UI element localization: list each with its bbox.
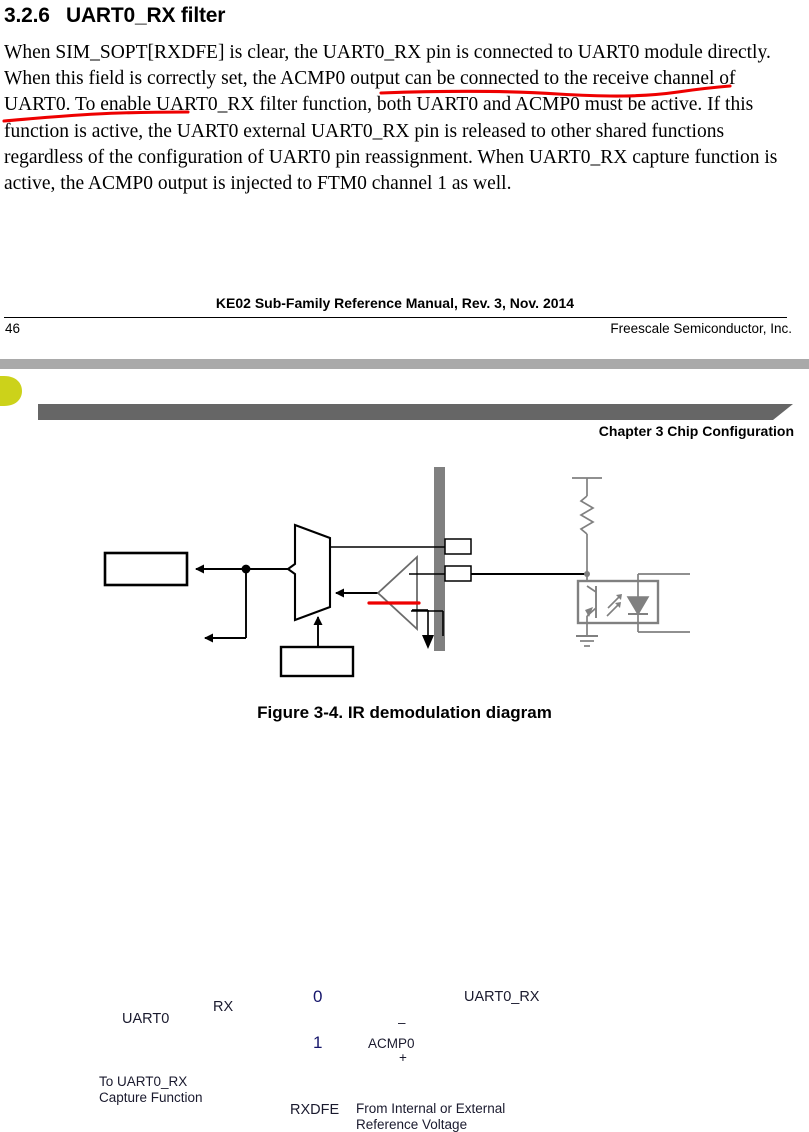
section-number: 3.2.6 xyxy=(4,4,50,27)
uart0-block-shape xyxy=(103,551,189,587)
ir-light-ray-1-head xyxy=(616,594,622,600)
figure-label-mux-input-0: 0 xyxy=(313,987,323,1006)
figure-caption: Figure 3-4. IR demodulation diagram xyxy=(257,703,552,722)
pullup-resistor-icon xyxy=(579,495,595,535)
section-title: UART0_RX filter xyxy=(66,4,226,27)
figure-label-mux-input-1: 1 xyxy=(313,1033,323,1052)
ir-light-ray-1 xyxy=(607,595,621,609)
figure-label-reference-line2: Reference Voltage xyxy=(356,1117,468,1132)
figure-label-uart0: UART0 xyxy=(122,1011,170,1027)
figure-label-capture-line1: To UART0_RX xyxy=(99,1074,188,1089)
multiplexer-shape xyxy=(286,523,332,622)
figure-label-rxdfe: RXDFE xyxy=(290,1102,340,1118)
freescale-logo-icon xyxy=(0,376,22,406)
header-gray-band xyxy=(38,404,793,420)
phototransistor-collector-leg xyxy=(586,585,597,593)
footer-manual-title: KE02 Sub-Family Reference Manual, Rev. 3… xyxy=(215,295,575,311)
figure-ir-demodulation-diagram: UART0 RX To UART0_RX Capture Function 0 … xyxy=(0,450,809,1132)
ir-light-ray-2-head xyxy=(615,602,621,608)
reference-arrow-head xyxy=(422,635,434,649)
figure-label-comparator-minus: – xyxy=(398,1015,406,1030)
footer-horizontal-rule xyxy=(4,317,787,318)
rxdfe-block-shape xyxy=(279,645,355,678)
footer-company-name: Freescale Semiconductor, Inc. xyxy=(610,321,792,336)
figure-schematic xyxy=(103,467,690,678)
header-top-bar xyxy=(0,359,809,369)
chip-pin-uart0-rx xyxy=(444,538,472,555)
figure-label-pin-uart0-rx: UART0_RX xyxy=(464,989,540,1005)
section-heading: 3.2.6 UART0_RX filter xyxy=(4,4,794,28)
document-page: 3.2.6 UART0_RX filter When SIM_SOPT[RXDFE… xyxy=(0,4,809,1132)
figure-label-reference-line1: From Internal or External xyxy=(356,1101,506,1116)
ir-light-ray-2 xyxy=(606,603,620,617)
phototransistor-emitter-arrow xyxy=(585,607,593,617)
chapter-title: Chapter 3 Chip Configuration xyxy=(598,423,794,439)
acmp0-comparator-shape xyxy=(376,554,418,632)
figure-label-comparator-plus: + xyxy=(399,1050,407,1065)
chip-pin-acmp-input xyxy=(444,565,472,582)
footer-page-number: 46 xyxy=(5,321,21,336)
section-body-paragraph: When SIM_SOPT[RXDFE] is clear, the UART0… xyxy=(4,42,778,195)
chip-boundary-bar xyxy=(434,467,445,651)
figure-label-rx: RX xyxy=(213,999,234,1015)
page-break-gap xyxy=(0,346,809,358)
figure-label-acmp0: ACMP0 xyxy=(368,1036,415,1051)
figure-label-capture-line2: Capture Function xyxy=(99,1090,203,1105)
